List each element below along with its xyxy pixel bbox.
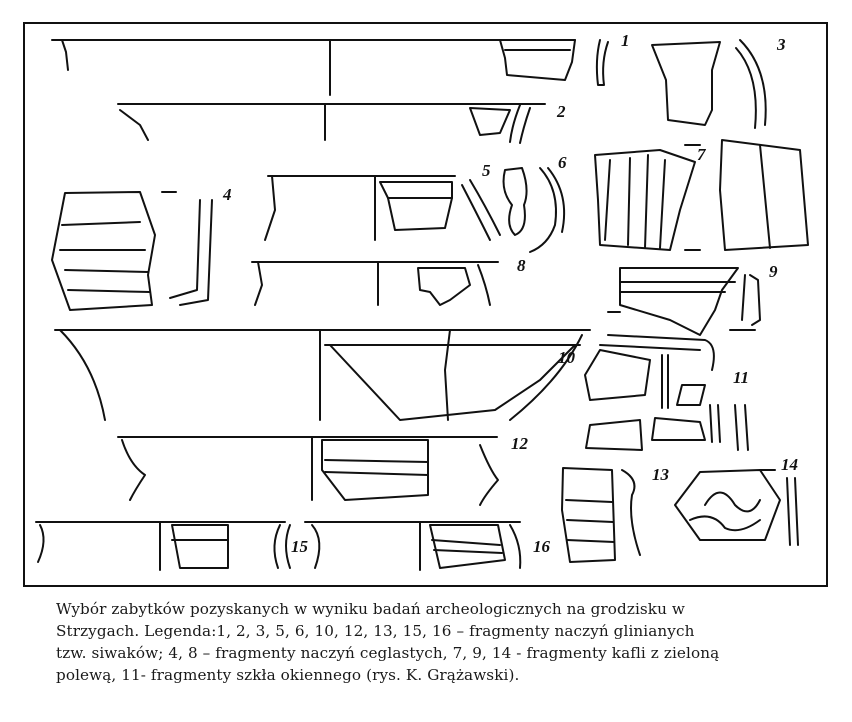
figure-caption: Wybór zabytków pozyskanych w wyniku bada… [56,598,836,686]
label-13: 13 [652,465,670,484]
vessel-profile-1 [51,39,609,96]
fragment-4 [51,191,213,311]
label-9: 9 [769,262,778,281]
fragment-3 [651,39,767,129]
vessel-profile-10 [54,329,591,421]
tile-fragment-7 [594,139,809,251]
label-10: 10 [558,348,576,367]
label-11: 11 [733,368,749,387]
label-2: 2 [556,102,566,121]
label-15: 15 [291,537,309,556]
caption-line: tzw. siwaków; 4, 8 – fragmenty naczyń ce… [56,644,720,662]
vessel-profile-16 [304,521,522,571]
tile-fragment-9 [607,267,761,336]
label-5: 5 [482,161,491,180]
label-16: 16 [533,537,551,556]
vessel-profile-12 [117,436,499,506]
caption-line: Wybór zabytków pozyskanych w wyniku bada… [56,600,686,618]
fragment-6 [502,167,566,253]
plate-frame [23,22,828,587]
vessel-profile-15 [35,521,291,571]
label-1: 1 [621,31,630,50]
vessel-fragment-13 [561,467,641,563]
label-4: 4 [222,185,232,204]
tile-fragment-14 [674,469,799,546]
vessel-profile-2 [117,103,546,144]
label-14: 14 [781,455,798,474]
caption-line: Strzygach. Legenda:1, 2, 3, 5, 6, 10, 12… [56,622,695,640]
vessel-profile-8 [251,261,499,306]
caption-line: polewą, 11- fragmenty szkła okiennego (r… [56,666,520,684]
vessel-profile-5 [264,175,501,241]
label-6: 6 [558,153,567,172]
label-3: 3 [776,35,786,54]
label-7: 7 [697,145,707,164]
label-12: 12 [511,434,529,453]
label-8: 8 [517,256,526,275]
glass-fragment-11 [584,334,749,451]
